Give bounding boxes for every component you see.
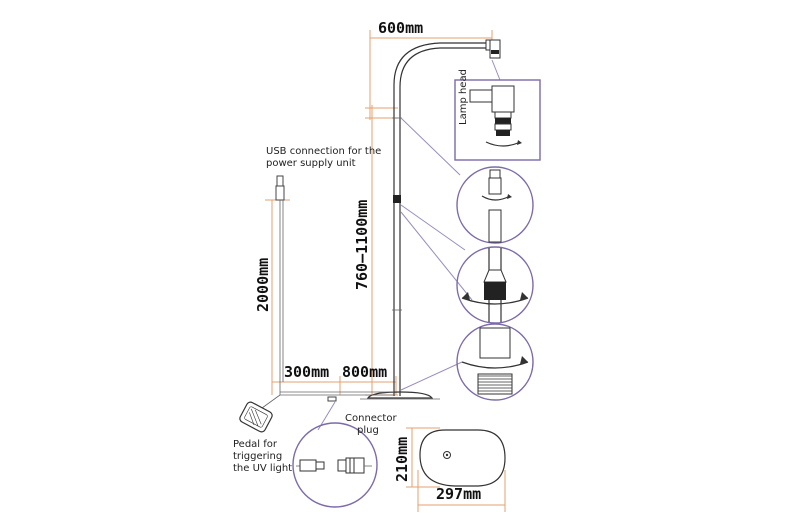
pedal-cable-label: 300mm: [284, 363, 329, 381]
pedal-label-line1: Pedal for: [233, 439, 278, 450]
base-depth-label: 210mm: [393, 437, 411, 482]
lamp-stand: [360, 39, 501, 400]
lamp-head-detail: [454, 79, 541, 161]
usb-label-line1: USB connection for the: [266, 146, 381, 157]
arm-length-label: 600mm: [378, 19, 423, 37]
pedal-label-line2: triggering: [233, 451, 282, 462]
pedal-label-line3: the UV light: [233, 463, 292, 474]
base-width-label: 297mm: [436, 485, 481, 503]
connector-label-line2: plug: [357, 425, 379, 436]
pedal-icon: [239, 401, 273, 433]
connector-label-line1: Connector: [345, 413, 397, 424]
rotation-detail-1: [456, 166, 534, 244]
lamp-head-label: Lamp head: [458, 69, 469, 125]
base-thread-detail: [456, 323, 534, 401]
cable-assembly: [239, 175, 394, 433]
connector-plug-detail: [292, 422, 378, 508]
cable-length-label: 2000mm: [254, 258, 272, 312]
usb-label-line2: power supply unit: [266, 158, 356, 169]
height-label: 760–1100mm: [353, 200, 371, 290]
base-footprint: [419, 429, 506, 487]
plug-cable-label: 800mm: [342, 363, 387, 381]
dimension-lines: [265, 30, 506, 512]
rotation-detail-2: [456, 246, 534, 324]
